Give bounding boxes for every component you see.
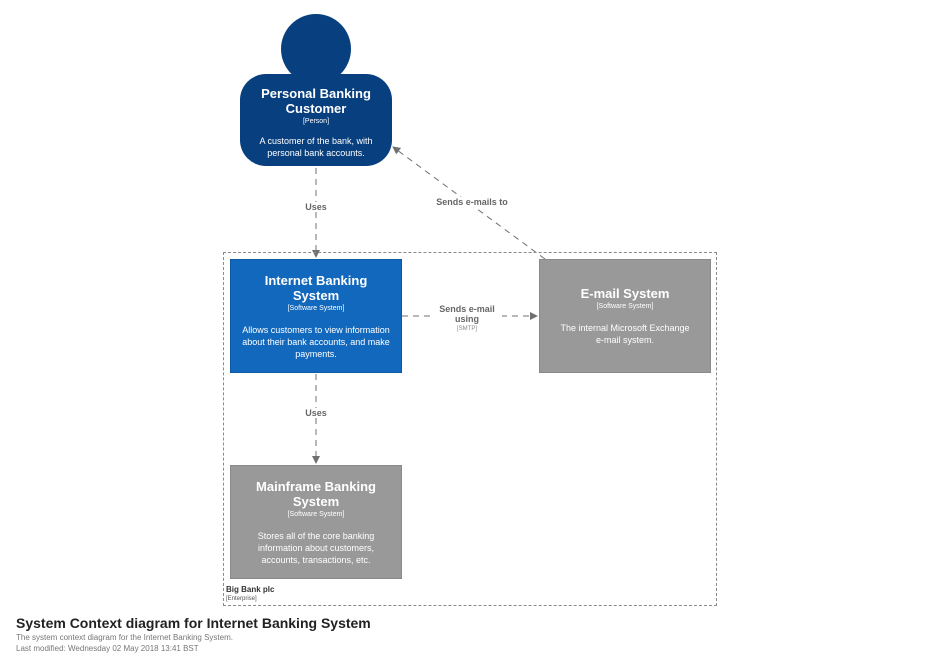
person-type: [Person] — [302, 118, 330, 125]
person-description: A customer of the bank, with personal ba… — [259, 136, 373, 158]
ibs-title: Internet Banking System — [264, 272, 368, 303]
internet-banking-system-box[interactable]: Internet Banking System [Software System… — [230, 259, 402, 373]
mainframe-description: Stores all of the core banking informati… — [257, 530, 375, 565]
person-title: Personal Banking Customer — [261, 86, 371, 116]
email-type: [Software System] — [596, 303, 654, 310]
mainframe-banking-system-box[interactable]: Mainframe Banking System [Software Syste… — [230, 465, 402, 579]
edge-label-sends-emails-to: Sends e-mails to — [430, 197, 514, 207]
ibs-description: Allows customers to view information abo… — [242, 324, 390, 359]
email-description: The internal Microsoft Exchange e-mail s… — [560, 323, 690, 345]
diagram-description: The system context diagram for the Inter… — [16, 633, 233, 642]
diagram-title: System Context diagram for Internet Bank… — [16, 615, 371, 631]
edge-technology-smtp: [SMTP] — [456, 326, 477, 332]
email-title: E-mail System — [580, 286, 670, 301]
edge-sends-emails-to — [392, 146, 546, 260]
mainframe-type: [Software System] — [287, 510, 345, 518]
edge-label-uses-2: Uses — [300, 408, 332, 418]
diagram-footer: System Context diagram for Internet Bank… — [16, 615, 371, 654]
boundary-name: Big Bank plc — [226, 585, 275, 594]
ibs-type: [Software System] — [287, 304, 345, 312]
last-modified: Last modified: Wednesday 02 May 2018 13:… — [16, 644, 199, 653]
person-personal-banking-customer[interactable]: Personal Banking Customer [Person] A cus… — [240, 74, 392, 166]
mainframe-title: Mainframe Banking System — [256, 478, 376, 509]
boundary-label: Big Bank plc [Enterprise] — [226, 585, 274, 603]
email-system-box[interactable]: E-mail System [Software System] The inte… — [539, 259, 711, 373]
edge-label-sends-email-using: Sends e-mail using [SMTP] — [432, 304, 502, 334]
sends-email-using-text: Sends e-mail using — [439, 304, 495, 324]
edge-label-uses-1: Uses — [300, 202, 332, 212]
person-head-icon — [281, 14, 351, 84]
boundary-type: [Enterprise] — [226, 596, 257, 602]
enterprise-boundary — [223, 252, 717, 606]
